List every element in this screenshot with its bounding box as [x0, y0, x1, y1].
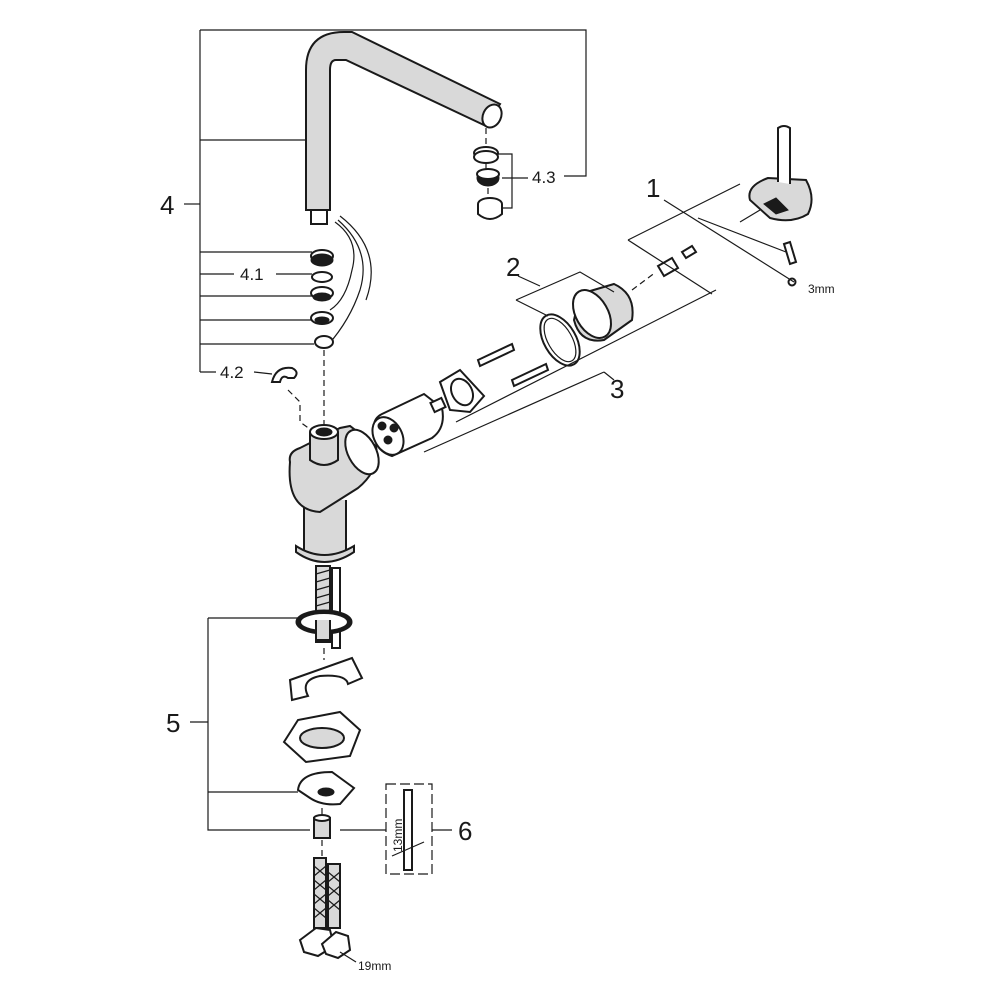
spout-seal-stack	[310, 215, 372, 425]
label-1: 1	[646, 173, 660, 203]
supply-hoses	[298, 857, 352, 960]
label-4-1: 4.1	[240, 265, 264, 284]
handle-lever	[748, 125, 813, 222]
leader-lines	[184, 29, 795, 963]
label-13mm: 13mm	[391, 819, 405, 852]
cartridge	[371, 392, 447, 458]
label-3: 3	[610, 374, 624, 404]
label-4: 4	[160, 190, 174, 220]
o-ring	[539, 313, 581, 367]
clip	[270, 366, 315, 433]
spout	[305, 31, 503, 225]
label-5: 5	[166, 708, 180, 738]
part-labels: 4 4.1 4.2 4.3 1 2 3 5 6 3mm 13mm 19mm	[160, 168, 835, 973]
label-19mm: 19mm	[358, 959, 391, 973]
cover-cap	[572, 282, 634, 342]
adapter-and-screw	[631, 244, 698, 291]
aerator-set	[473, 128, 503, 220]
cartridge-flange	[438, 368, 486, 414]
label-2: 2	[506, 252, 520, 282]
fixing-bolts	[476, 342, 550, 388]
label-3mm: 3mm	[808, 282, 835, 296]
horseshoe-washer	[288, 648, 364, 702]
mixer-body	[288, 424, 380, 563]
label-6: 6	[458, 816, 472, 846]
label-4-3: 4.3	[532, 168, 556, 187]
fixing-clamp	[296, 770, 356, 818]
fixing-o-ring	[295, 609, 353, 641]
fixing-nut	[313, 814, 331, 858]
tool-box	[385, 783, 433, 875]
label-4-2: 4.2	[220, 363, 244, 382]
grub-screw	[782, 240, 798, 287]
fixing-plate	[282, 710, 362, 764]
